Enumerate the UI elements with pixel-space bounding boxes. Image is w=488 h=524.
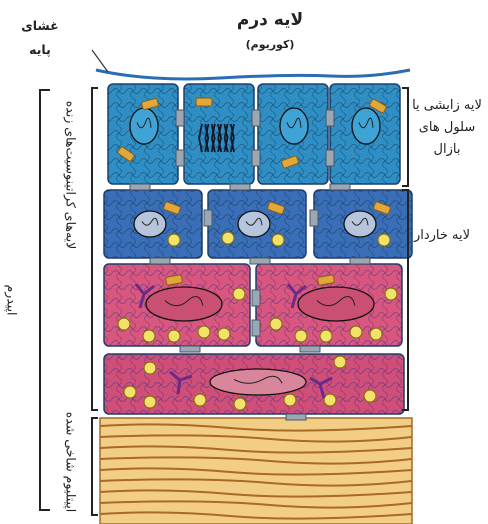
granule <box>124 386 136 398</box>
granule <box>144 396 156 408</box>
desmosome <box>326 150 334 166</box>
desmosome <box>310 210 318 226</box>
lower-spinous-cell <box>314 190 412 258</box>
dermis-boundary-line <box>92 50 108 72</box>
granule <box>168 234 180 246</box>
epidermis-bracket <box>40 90 50 510</box>
melanosome <box>196 98 212 106</box>
granule <box>284 394 296 406</box>
basal-cell <box>330 84 400 184</box>
basal-cell <box>258 84 328 184</box>
desmosome <box>130 184 150 190</box>
spinous-cell <box>104 264 250 346</box>
desmosome <box>176 110 184 126</box>
granule <box>364 390 376 402</box>
granule <box>324 394 336 406</box>
granule <box>270 318 282 330</box>
granule <box>234 398 246 410</box>
basal-cell <box>108 84 178 184</box>
stratum-corneum <box>100 418 412 524</box>
granule <box>143 330 155 342</box>
granule <box>350 326 362 338</box>
desmosome <box>300 346 320 352</box>
stratum-bracket <box>92 418 98 515</box>
basal-cell <box>184 84 254 184</box>
granule <box>198 326 210 338</box>
desmosome <box>150 258 170 264</box>
basal-layer <box>108 84 400 184</box>
granule <box>385 288 397 300</box>
granule <box>320 330 332 342</box>
desmosome <box>176 150 184 166</box>
desmosome <box>250 258 270 264</box>
desmosome <box>252 150 260 166</box>
desmosome <box>252 320 260 336</box>
granule <box>118 318 130 330</box>
upper-spinous-layer <box>104 354 404 414</box>
desmosome <box>286 414 306 420</box>
desmosome <box>180 346 200 352</box>
basement-membrane-line <box>96 70 410 79</box>
desmosome <box>204 210 212 226</box>
desmosome <box>230 184 250 190</box>
granule <box>272 234 284 246</box>
granule <box>295 330 307 342</box>
desmosome <box>326 110 334 126</box>
upper-spinous-cell <box>104 354 404 414</box>
lower-spinous-cell <box>208 190 306 258</box>
basal-bracket <box>402 88 408 186</box>
desmosome <box>252 110 260 126</box>
granule <box>168 330 180 342</box>
granule <box>334 356 346 368</box>
granule <box>370 328 382 340</box>
granule <box>378 234 390 246</box>
granule <box>144 362 156 374</box>
granule <box>218 328 230 340</box>
lower-spinous-layer <box>104 190 412 258</box>
spinous-cell <box>256 264 402 346</box>
desmosome <box>350 258 370 264</box>
granule <box>233 288 245 300</box>
desmosome <box>252 290 260 306</box>
granule <box>194 394 206 406</box>
lower-spinous-cell <box>104 190 202 258</box>
desmosome <box>330 184 350 190</box>
granule <box>222 232 234 244</box>
living-layers-bracket <box>92 88 98 410</box>
